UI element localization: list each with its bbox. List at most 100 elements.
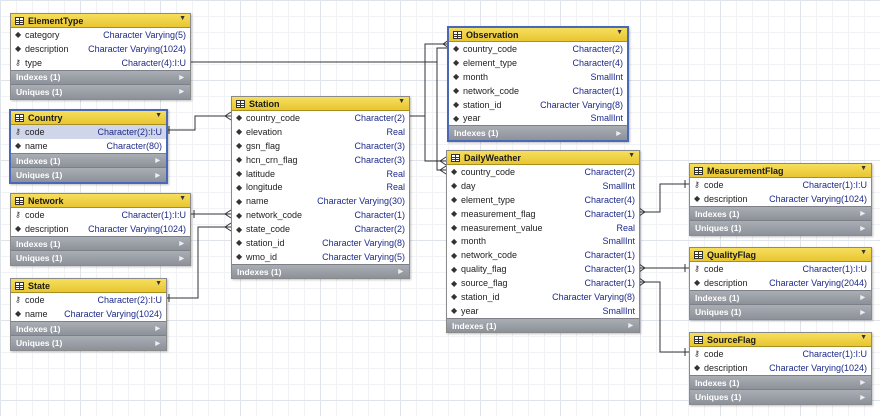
uniques-section[interactable]: Uniques (1)▶ — [690, 304, 871, 319]
chevron-down-icon[interactable]: ▼ — [179, 15, 186, 22]
triangle-right-icon[interactable]: ▶ — [179, 241, 184, 248]
indexes-section[interactable]: Indexes (1)▶ — [690, 205, 871, 221]
indexes-section[interactable]: Indexes (1)▶ — [690, 374, 871, 390]
triangle-right-icon[interactable]: ▶ — [155, 340, 160, 347]
indexes-section[interactable]: Indexes (1)▶ — [11, 152, 166, 168]
table-header[interactable]: ElementType▼ — [11, 14, 190, 28]
chevron-down-icon[interactable]: ▼ — [628, 152, 635, 159]
chevron-down-icon[interactable]: ▼ — [398, 98, 405, 105]
uniques-section[interactable]: Uniques (1)▶ — [690, 389, 871, 404]
indexes-section[interactable]: Indexes (1)▶ — [449, 125, 627, 140]
triangle-right-icon[interactable]: ▶ — [860, 295, 865, 302]
triangle-right-icon[interactable]: ▶ — [860, 225, 865, 232]
triangle-right-icon[interactable]: ▶ — [155, 326, 160, 333]
chevron-down-icon[interactable]: ▼ — [860, 165, 867, 172]
chevron-down-icon[interactable]: ▼ — [179, 195, 186, 202]
uniques-section[interactable]: Uniques (1)▶ — [11, 335, 166, 350]
indexes-section[interactable]: Indexes (1)▶ — [11, 320, 166, 336]
chevron-down-icon[interactable]: ▼ — [616, 29, 623, 36]
indexes-section[interactable]: Indexes (1)▶ — [447, 317, 639, 333]
uniques-section[interactable]: Uniques (1)▶ — [11, 167, 166, 182]
uniques-section[interactable]: Uniques (1)▶ — [11, 84, 190, 99]
chevron-down-icon[interactable]: ▼ — [155, 280, 162, 287]
table-header[interactable]: State▼ — [11, 279, 166, 293]
indexes-section[interactable]: Indexes (1)▶ — [11, 235, 190, 251]
triangle-right-icon[interactable]: ▶ — [155, 172, 160, 179]
indexes-section[interactable]: Indexes (1)▶ — [690, 289, 871, 305]
chevron-down-icon[interactable]: ▼ — [860, 334, 867, 341]
triangle-right-icon[interactable]: ▶ — [179, 74, 184, 81]
table-header[interactable]: MeasurementFlag▼ — [690, 164, 871, 178]
triangle-right-icon[interactable]: ▶ — [398, 269, 403, 276]
triangle-right-icon[interactable]: ▶ — [860, 380, 865, 387]
uniques-section[interactable]: Uniques (1)▶ — [690, 220, 871, 235]
triangle-right-icon[interactable]: ▶ — [179, 89, 184, 96]
chevron-down-icon[interactable]: ▼ — [860, 249, 867, 256]
indexes-section[interactable]: Indexes (1)▶ — [232, 263, 409, 279]
triangle-right-icon[interactable]: ▶ — [860, 394, 865, 401]
table-header[interactable]: SourceFlag▼ — [690, 333, 871, 347]
table-header[interactable]: DailyWeather▼ — [447, 151, 639, 165]
triangle-right-icon[interactable]: ▶ — [860, 309, 865, 316]
table-header[interactable]: Network▼ — [11, 194, 190, 208]
triangle-right-icon[interactable]: ▶ — [179, 255, 184, 262]
chevron-down-icon[interactable]: ▼ — [155, 112, 162, 119]
indexes-section[interactable]: Indexes (1)▶ — [11, 69, 190, 85]
table-header[interactable]: Country▼ — [11, 111, 166, 125]
triangle-right-icon[interactable]: ▶ — [155, 158, 160, 165]
table-header[interactable]: QualityFlag▼ — [690, 248, 871, 262]
table-header[interactable]: Observation▼ — [449, 28, 627, 42]
triangle-right-icon[interactable]: ▶ — [628, 323, 633, 330]
